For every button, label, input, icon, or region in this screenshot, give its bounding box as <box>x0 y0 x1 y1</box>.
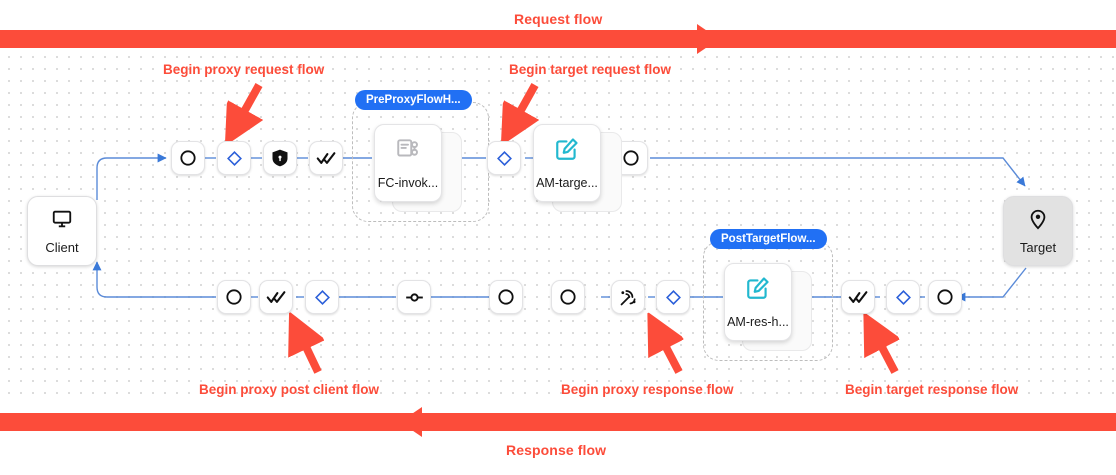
policy-am-target[interactable]: AM-targe... <box>533 124 601 202</box>
assign-message-icon <box>745 275 771 306</box>
diamond-icon <box>496 150 512 166</box>
response-step-diamond-3[interactable] <box>886 280 920 314</box>
annotation-begin-proxy-request-flow: Begin proxy request flow <box>163 62 325 77</box>
request-step-shield-lock[interactable] <box>263 141 297 175</box>
circle-icon <box>937 289 953 305</box>
circle-icon <box>623 150 639 166</box>
request-flow-arrowhead <box>697 24 719 54</box>
response-step-double-check-1[interactable] <box>259 280 293 314</box>
response-step-circle-3[interactable] <box>551 280 585 314</box>
circle-icon <box>180 150 196 166</box>
diamond-icon <box>665 289 681 305</box>
map-pin-icon <box>1027 208 1049 233</box>
response-step-circle-2[interactable] <box>489 280 523 314</box>
policy-fc-invoke[interactable]: FC-invok... <box>374 124 442 202</box>
response-flow-title: Response flow <box>506 442 607 458</box>
group-label-posttargetflow[interactable]: PostTargetFlow... <box>710 229 827 249</box>
request-step-diamond-1[interactable] <box>217 141 251 175</box>
diamond-icon <box>226 150 242 166</box>
policy-am-res-header[interactable]: AM-res-h... <box>724 263 792 341</box>
request-step-double-check-1[interactable] <box>309 141 343 175</box>
annotation-begin-target-request-flow: Begin target request flow <box>509 62 672 77</box>
double-check-icon <box>848 290 867 303</box>
shield-lock-icon <box>272 149 288 167</box>
endpoint-client-label: Client <box>45 239 79 255</box>
annotation-begin-target-response-flow: Begin target response flow <box>845 382 1019 397</box>
request-flow-bar <box>0 30 1116 48</box>
request-step-diamond-2[interactable] <box>487 141 521 175</box>
annotation-begin-proxy-post-client-flow: Begin proxy post client flow <box>199 382 380 397</box>
monitor-icon <box>51 208 73 233</box>
response-flow-bar <box>0 413 1116 431</box>
canvas-background <box>0 48 1116 403</box>
circle-icon <box>498 289 514 305</box>
group-label-preproxyflowhook[interactable]: PreProxyFlowH... <box>355 90 472 110</box>
response-flow-arrowhead <box>400 407 422 437</box>
response-step-flow-node[interactable] <box>397 280 431 314</box>
request-step-circle-1[interactable] <box>171 141 205 175</box>
response-step-circle-4[interactable] <box>928 280 962 314</box>
policy-am-res-header-label: AM-res-h... <box>727 315 789 329</box>
response-step-circle-1[interactable] <box>217 280 251 314</box>
circle-icon <box>226 289 242 305</box>
double-check-icon <box>316 151 335 164</box>
request-flow-title: Request flow <box>514 11 603 27</box>
policy-fc-invoke-label: FC-invok... <box>377 176 439 190</box>
signal-icon <box>620 289 635 305</box>
diamond-icon <box>314 289 330 305</box>
endpoint-target[interactable]: Target <box>1003 196 1073 266</box>
annotation-begin-proxy-response-flow: Begin proxy response flow <box>561 382 734 397</box>
response-step-diamond-2[interactable] <box>656 280 690 314</box>
double-check-icon <box>266 290 285 303</box>
response-step-diamond-1[interactable] <box>305 280 339 314</box>
endpoint-client[interactable]: Client <box>27 196 97 266</box>
diamond-icon <box>895 289 911 305</box>
circle-icon <box>560 289 576 305</box>
response-step-signal[interactable] <box>611 280 645 314</box>
policy-am-target-label: AM-targe... <box>536 176 598 190</box>
assign-message-icon <box>554 136 580 167</box>
flow-node-icon <box>405 292 423 302</box>
response-step-double-check-2[interactable] <box>841 280 875 314</box>
endpoint-target-label: Target <box>1019 239 1057 255</box>
flow-callout-icon <box>395 136 421 167</box>
